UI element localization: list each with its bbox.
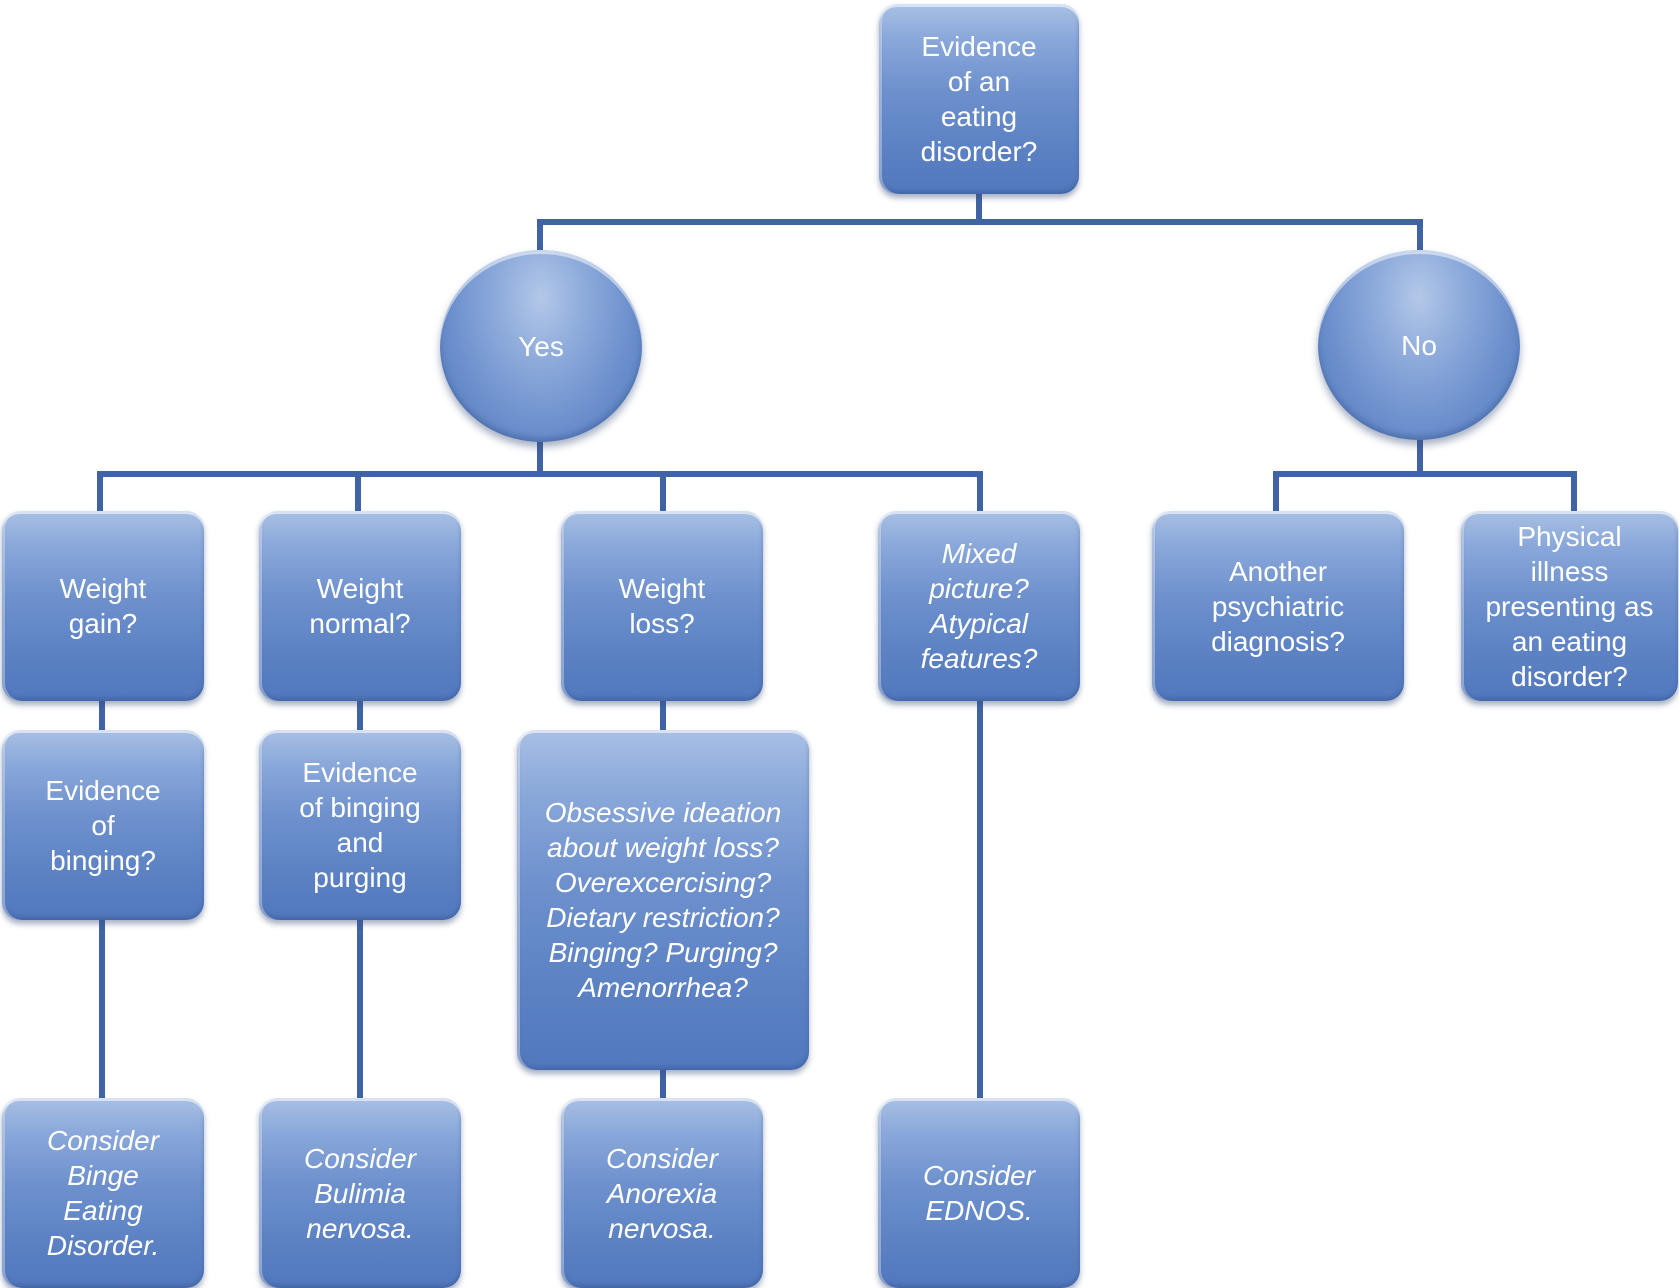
- mixed-picture-node: Mixed picture? Atypical features?: [878, 511, 1080, 701]
- physical-illness-label: Physical illness presenting as an eating…: [1485, 520, 1654, 692]
- physical-illness-node: Physical illness presenting as an eating…: [1461, 511, 1678, 701]
- mixed-picture-label: Mixed picture? Atypical features?: [920, 538, 1038, 674]
- consider-bulimia-node: Consider Bulimia nervosa.: [259, 1098, 461, 1288]
- another-diagnosis-node: Another psychiatric diagnosis?: [1152, 511, 1404, 701]
- consider-ednos-label: Consider EDNOS.: [922, 1160, 1036, 1226]
- no-node: No: [1318, 250, 1520, 440]
- consider-anorexia-node: Consider Anorexia nervosa.: [561, 1098, 763, 1288]
- evidence-binging-purging-label: Evidence of binging and purging: [299, 757, 421, 893]
- evidence-binging-label: Evidence of binging?: [45, 774, 161, 876]
- consider-ednos-node: Consider EDNOS.: [878, 1098, 1080, 1288]
- consider-anorexia-label: Consider Anorexia nervosa.: [605, 1142, 719, 1244]
- another-diagnosis-label: Another psychiatric diagnosis?: [1211, 555, 1345, 657]
- weight-gain-label: Weight gain?: [59, 573, 147, 639]
- weight-normal-node: Weight normal?: [259, 511, 461, 701]
- weight-loss-node: Weight loss?: [561, 511, 763, 701]
- obsessive-ideation-label: Obsessive ideation about weight loss? Ov…: [544, 797, 782, 1003]
- consider-binge-eating-node: Consider Binge Eating Disorder.: [2, 1098, 204, 1288]
- weight-loss-label: Weight loss?: [618, 573, 706, 639]
- no-label: No: [1401, 329, 1437, 361]
- weight-normal-label: Weight normal?: [309, 573, 411, 639]
- yes-node: Yes: [440, 250, 642, 442]
- root-node: Evidence of an eating disorder?: [879, 4, 1079, 194]
- evidence-binging-node: Evidence of binging?: [2, 730, 204, 920]
- evidence-binging-purging-node: Evidence of binging and purging: [259, 730, 461, 920]
- weight-gain-node: Weight gain?: [2, 511, 204, 701]
- yes-label: Yes: [518, 330, 564, 362]
- obsessive-ideation-node: Obsessive ideation about weight loss? Ov…: [517, 730, 809, 1070]
- consider-binge-eating-label: Consider Binge Eating Disorder.: [46, 1125, 160, 1261]
- consider-bulimia-label: Consider Bulimia nervosa.: [303, 1142, 417, 1244]
- root-label: Evidence of an eating disorder?: [920, 31, 1038, 167]
